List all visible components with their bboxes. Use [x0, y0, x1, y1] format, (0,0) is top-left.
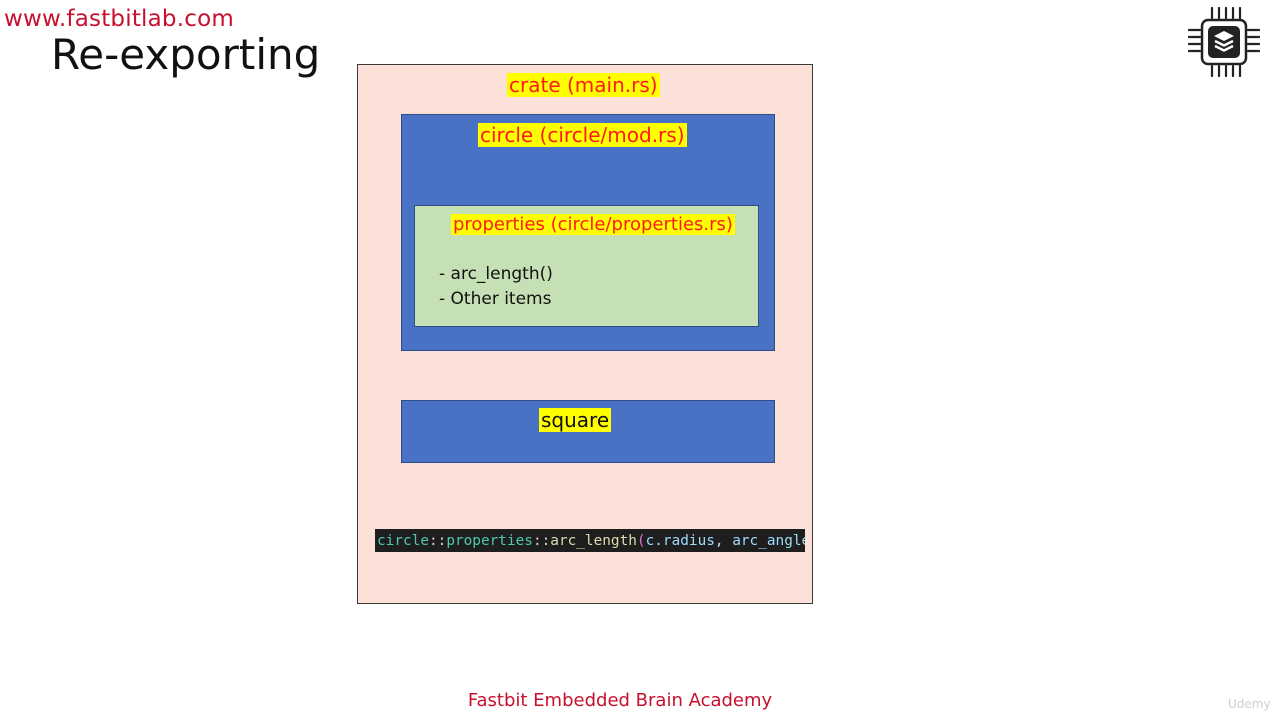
udemy-watermark: Udemy: [1228, 697, 1271, 711]
code-function-name: arc_length: [550, 533, 637, 549]
crate-label: crate (main.rs): [507, 73, 660, 97]
code-module-properties: properties: [446, 533, 533, 549]
code-module-circle: circle: [377, 533, 429, 549]
code-path-separator: ::: [428, 533, 447, 549]
circle-module-label: circle (circle/mod.rs): [478, 123, 687, 147]
site-watermark: www.fastbitlab.com: [4, 6, 234, 32]
code-path-separator: ::: [532, 533, 551, 549]
properties-module-box: properties (circle/properties.rs) - arc_…: [414, 205, 759, 327]
square-module-box: square: [401, 400, 775, 463]
properties-item-list: - arc_length() - Other items: [439, 262, 553, 312]
chip-logo-icon: [1188, 6, 1260, 78]
code-comma: ,: [714, 533, 733, 549]
list-item: - arc_length(): [439, 264, 553, 284]
code-open-paren: (: [636, 533, 646, 549]
list-item: - Other items: [439, 289, 552, 309]
properties-module-label: properties (circle/properties.rs): [451, 214, 735, 235]
slide-title: Re-exporting: [51, 30, 321, 79]
code-arg-radius: c.radius: [645, 533, 715, 549]
square-module-label: square: [539, 408, 612, 432]
code-snippet: circle::properties::arc_length(c.radius,…: [375, 529, 805, 552]
circle-module-box: circle (circle/mod.rs) properties (circl…: [401, 114, 775, 351]
footer-academy-name: Fastbit Embedded Brain Academy: [467, 690, 773, 711]
code-arg-arc-angle: arc_angle: [732, 533, 805, 549]
